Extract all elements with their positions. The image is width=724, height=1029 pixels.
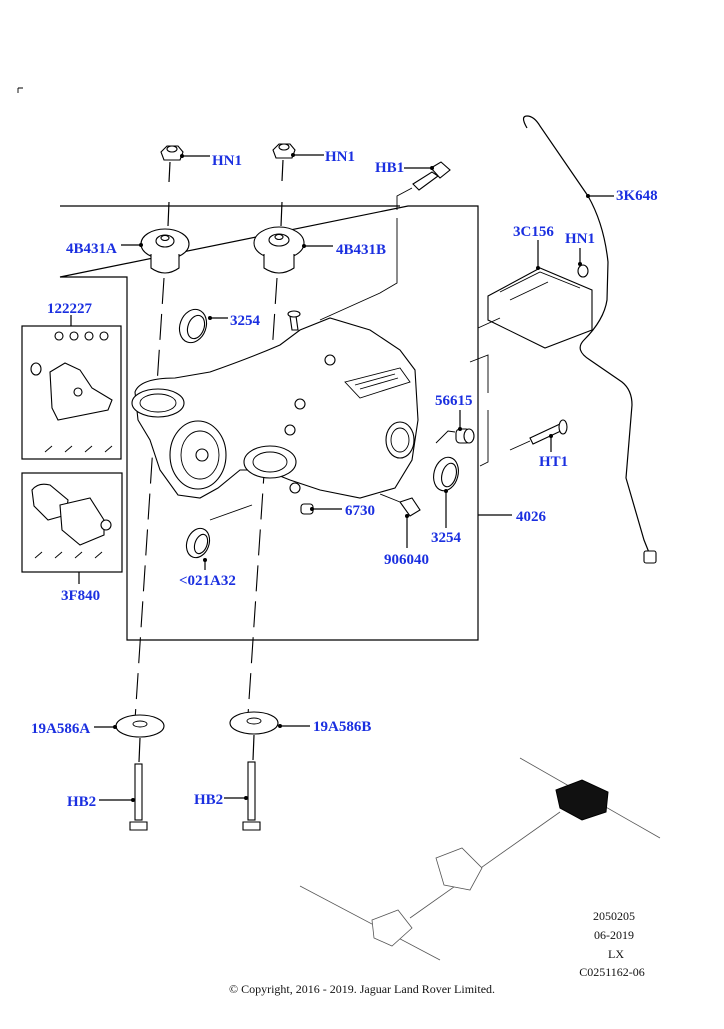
callout-hb2-left[interactable]: HB2: [67, 794, 97, 810]
group-code: 2050205: [593, 909, 635, 923]
callout-hb1[interactable]: HB1: [375, 160, 405, 176]
stud-ht1[interactable]: [509, 419, 568, 452]
mount-19a586a[interactable]: [94, 714, 165, 763]
nut-hn1-right[interactable]: [577, 248, 589, 278]
model-code: LX: [608, 947, 624, 961]
plug-56615[interactable]: [435, 410, 475, 444]
nut-hn1-mid[interactable]: [272, 143, 324, 182]
highlighted-rear-drive-unit: [555, 779, 609, 821]
callout-hn1-mid[interactable]: HN1: [325, 149, 355, 165]
callout-3c156[interactable]: 3C156: [513, 224, 554, 240]
callout-ht1[interactable]: HT1: [539, 454, 569, 470]
callout-6730[interactable]: 6730: [345, 503, 375, 519]
sensor-906040[interactable]: [379, 493, 421, 548]
nut-hn1-left[interactable]: [160, 145, 210, 183]
bolt-hb2-left[interactable]: [99, 763, 148, 831]
assembly-outline: [59, 205, 479, 641]
mount-19a586b[interactable]: [229, 711, 310, 761]
sensor-cable-3k648[interactable]: [522, 115, 657, 564]
vehicle-locator-drivetrain: [299, 757, 661, 961]
callout-19a586b[interactable]: 19A586B: [313, 719, 372, 735]
callout-4026[interactable]: 4026: [516, 509, 546, 525]
illustration-id: C0251162-06: [579, 965, 645, 979]
callout-19a586a[interactable]: 19A586A: [31, 721, 91, 737]
actuator-box-3f840[interactable]: [21, 472, 123, 584]
callout-021a32[interactable]: <021A32: [179, 573, 236, 589]
callout-3254-right[interactable]: 3254: [431, 530, 461, 546]
callout-4b431b[interactable]: 4B431B: [336, 242, 387, 258]
oil-seal-3254-top[interactable]: [175, 306, 228, 347]
callout-hb2-right[interactable]: HB2: [194, 792, 224, 808]
control-module-3c156[interactable]: [469, 240, 593, 467]
bolt-hb1[interactable]: [319, 161, 451, 321]
callout-3254-top[interactable]: 3254: [230, 313, 260, 329]
oil-seal-3254-right[interactable]: [430, 454, 462, 528]
mount-bushing-4b431a[interactable]: [121, 201, 190, 721]
callout-3f840[interactable]: 3F840: [61, 588, 101, 604]
crop-mark-top-left: [17, 87, 23, 93]
differential-housing-4026[interactable]: [131, 310, 512, 516]
callout-hn1-left[interactable]: HN1: [212, 153, 242, 169]
copyright-notice: © Copyright, 2016 - 2019. Jaguar Land Ro…: [228, 982, 496, 996]
callout-122227[interactable]: 122227: [47, 301, 92, 317]
kit-box-122227[interactable]: [21, 315, 122, 460]
callout-906040[interactable]: 906040: [384, 552, 429, 568]
oil-seal-021a32[interactable]: [183, 504, 253, 570]
vent-6730[interactable]: [300, 503, 342, 515]
callout-hn1-right[interactable]: HN1: [565, 231, 595, 247]
callout-3k648[interactable]: 3K648: [616, 188, 658, 204]
issue-date: 06-2019: [594, 928, 634, 942]
callout-56615[interactable]: 56615: [435, 393, 473, 409]
callout-4b431a[interactable]: 4B431A: [66, 241, 117, 257]
bolt-hb2-right[interactable]: [224, 761, 261, 831]
